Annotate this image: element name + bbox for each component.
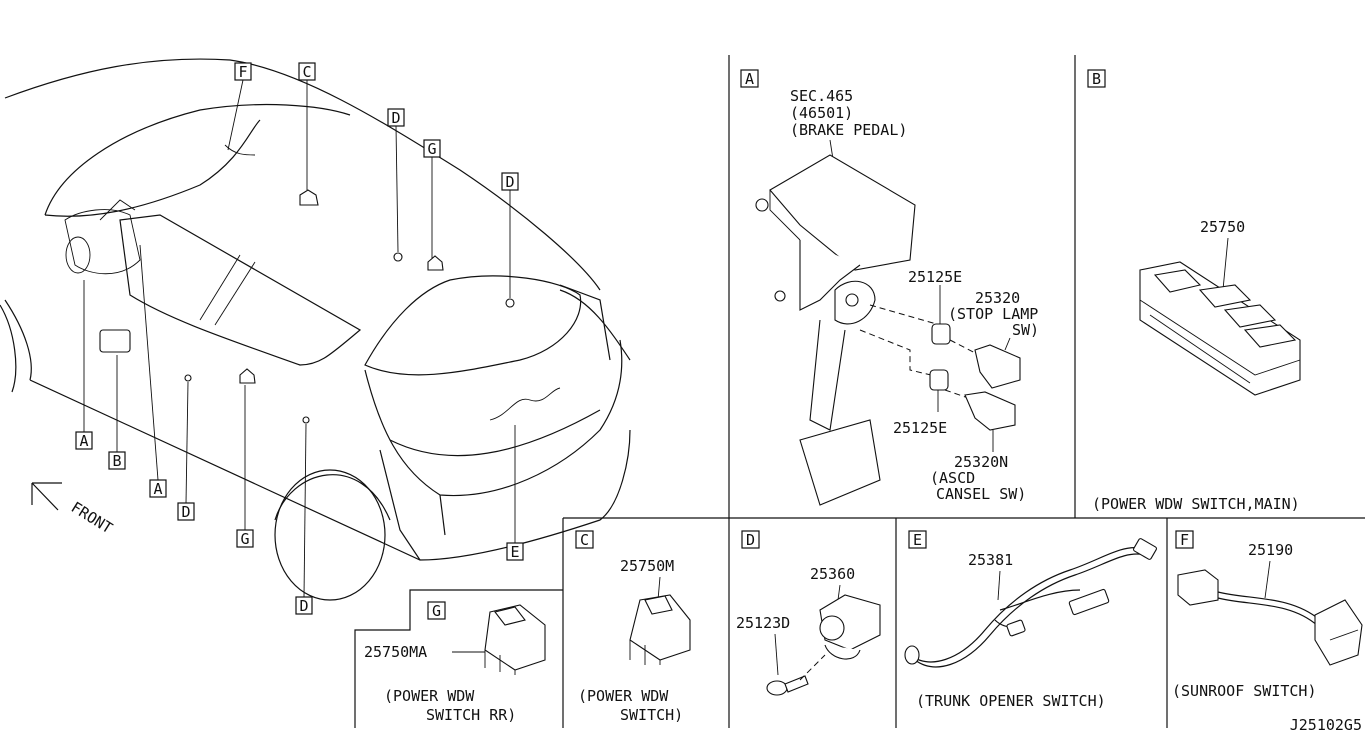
part-number: 25190: [1248, 541, 1293, 559]
power-window-switch-rr: [484, 604, 546, 675]
part-desc: SW): [1012, 321, 1039, 339]
panel-caption: SWITCH): [620, 706, 683, 724]
panel-c: C 25750M (POWER WDW SWITCH): [575, 530, 691, 724]
sunroof-switch: [1177, 569, 1363, 666]
part-number: 25750M: [620, 557, 674, 575]
callout-label: D: [505, 173, 514, 191]
power-window-switch-c: [629, 594, 691, 665]
panel-e: E 25381 (TRUNK OPENER SWITCH): [904, 530, 1157, 710]
panel-f: F 25190 (SUNROOF SWITCH): [1172, 530, 1363, 700]
callout-a: A: [149, 479, 167, 498]
panel-letter: B: [1092, 70, 1101, 88]
stop-lamp-switch: [974, 344, 1021, 389]
panel-letter: D: [746, 531, 755, 549]
callout-label: A: [79, 432, 88, 450]
car-leader-lines: [83, 79, 516, 598]
panel-caption: (POWER WDW: [578, 687, 669, 705]
ascd-cancel-switch: [964, 391, 1016, 431]
car-body-illustration: [0, 58, 631, 601]
panel-letter: E: [913, 531, 922, 549]
callout-d: D: [177, 502, 195, 521]
part-number: 25750: [1200, 218, 1245, 236]
sec-ref: SEC.465: [790, 87, 853, 105]
callout-label: G: [427, 140, 436, 158]
callout-label: D: [391, 109, 400, 127]
callout-c: C: [298, 62, 316, 81]
callout-e: E: [506, 542, 524, 561]
part-number: 25320: [975, 289, 1020, 307]
panel-caption: (SUNROOF SWITCH): [1172, 682, 1317, 700]
panel-caption: SWITCH RR): [426, 706, 516, 724]
sec-part: (46501): [790, 104, 853, 122]
callout-g: G: [423, 139, 441, 158]
front-arrow-icon: FRONT: [31, 482, 116, 537]
panel-b: B 25750 (POWER WDW SWITCH,MAIN): [1087, 69, 1301, 513]
callout-label: E: [510, 543, 519, 561]
panel-letter: F: [1180, 531, 1189, 549]
part-number: 25125E: [908, 268, 962, 286]
part-number: 25123D: [736, 614, 790, 632]
part-desc: (ASCD: [930, 469, 975, 487]
panel-caption: (POWER WDW: [384, 687, 475, 705]
callout-d: D: [387, 108, 405, 127]
callout-label: F: [238, 63, 247, 81]
panel-frames: [354, 55, 1365, 728]
callout-b: B: [108, 451, 126, 470]
main-power-window-switch: [1139, 261, 1301, 396]
callout-label: A: [153, 480, 162, 498]
callout-label: D: [181, 503, 190, 521]
part-number: 25381: [968, 551, 1013, 569]
panel-d: D 25360 25123D: [736, 530, 881, 696]
front-label: FRONT: [68, 498, 116, 537]
part-number: 25750MA: [364, 643, 427, 661]
diagram-code: J25102G5: [1290, 716, 1362, 734]
clip-25125e-bottom: [929, 369, 949, 391]
callout-label: G: [240, 530, 249, 548]
bolt-25123d: [766, 675, 809, 696]
part-number: 25125E: [893, 419, 947, 437]
car-callouts: F C D G D A B A D G D E: [75, 62, 524, 615]
switch-25360: [819, 594, 881, 660]
callout-a: A: [75, 431, 93, 450]
part-desc: CANSEL SW): [936, 485, 1026, 503]
panel-caption: (TRUNK OPENER SWITCH): [916, 692, 1106, 710]
panel-letter: G: [432, 602, 441, 620]
callout-label: B: [112, 452, 121, 470]
panel-a: A SEC.465 (46501) (BRAKE PEDAL) 2512: [740, 69, 1039, 506]
part-number: 25320N: [954, 453, 1008, 471]
callout-d: D: [295, 596, 313, 615]
trunk-opener-harness: [904, 538, 1157, 668]
panel-caption: (POWER WDW SWITCH,MAIN): [1092, 495, 1300, 513]
part-number: 25360: [810, 565, 855, 583]
callout-d: D: [501, 172, 519, 191]
panel-g: G 25750MA (POWER WDW SWITCH RR): [364, 601, 546, 724]
clip-25125e-top: [931, 323, 951, 345]
brake-pedal-drawing: [755, 154, 916, 506]
panel-letter: C: [580, 531, 589, 549]
callout-label: D: [299, 597, 308, 615]
part-desc: (STOP LAMP: [948, 305, 1038, 323]
callout-f: F: [234, 62, 252, 81]
callout-label: C: [302, 63, 311, 81]
panel-letter: A: [745, 70, 754, 88]
callout-g: G: [236, 529, 254, 548]
sec-desc: (BRAKE PEDAL): [790, 121, 907, 139]
